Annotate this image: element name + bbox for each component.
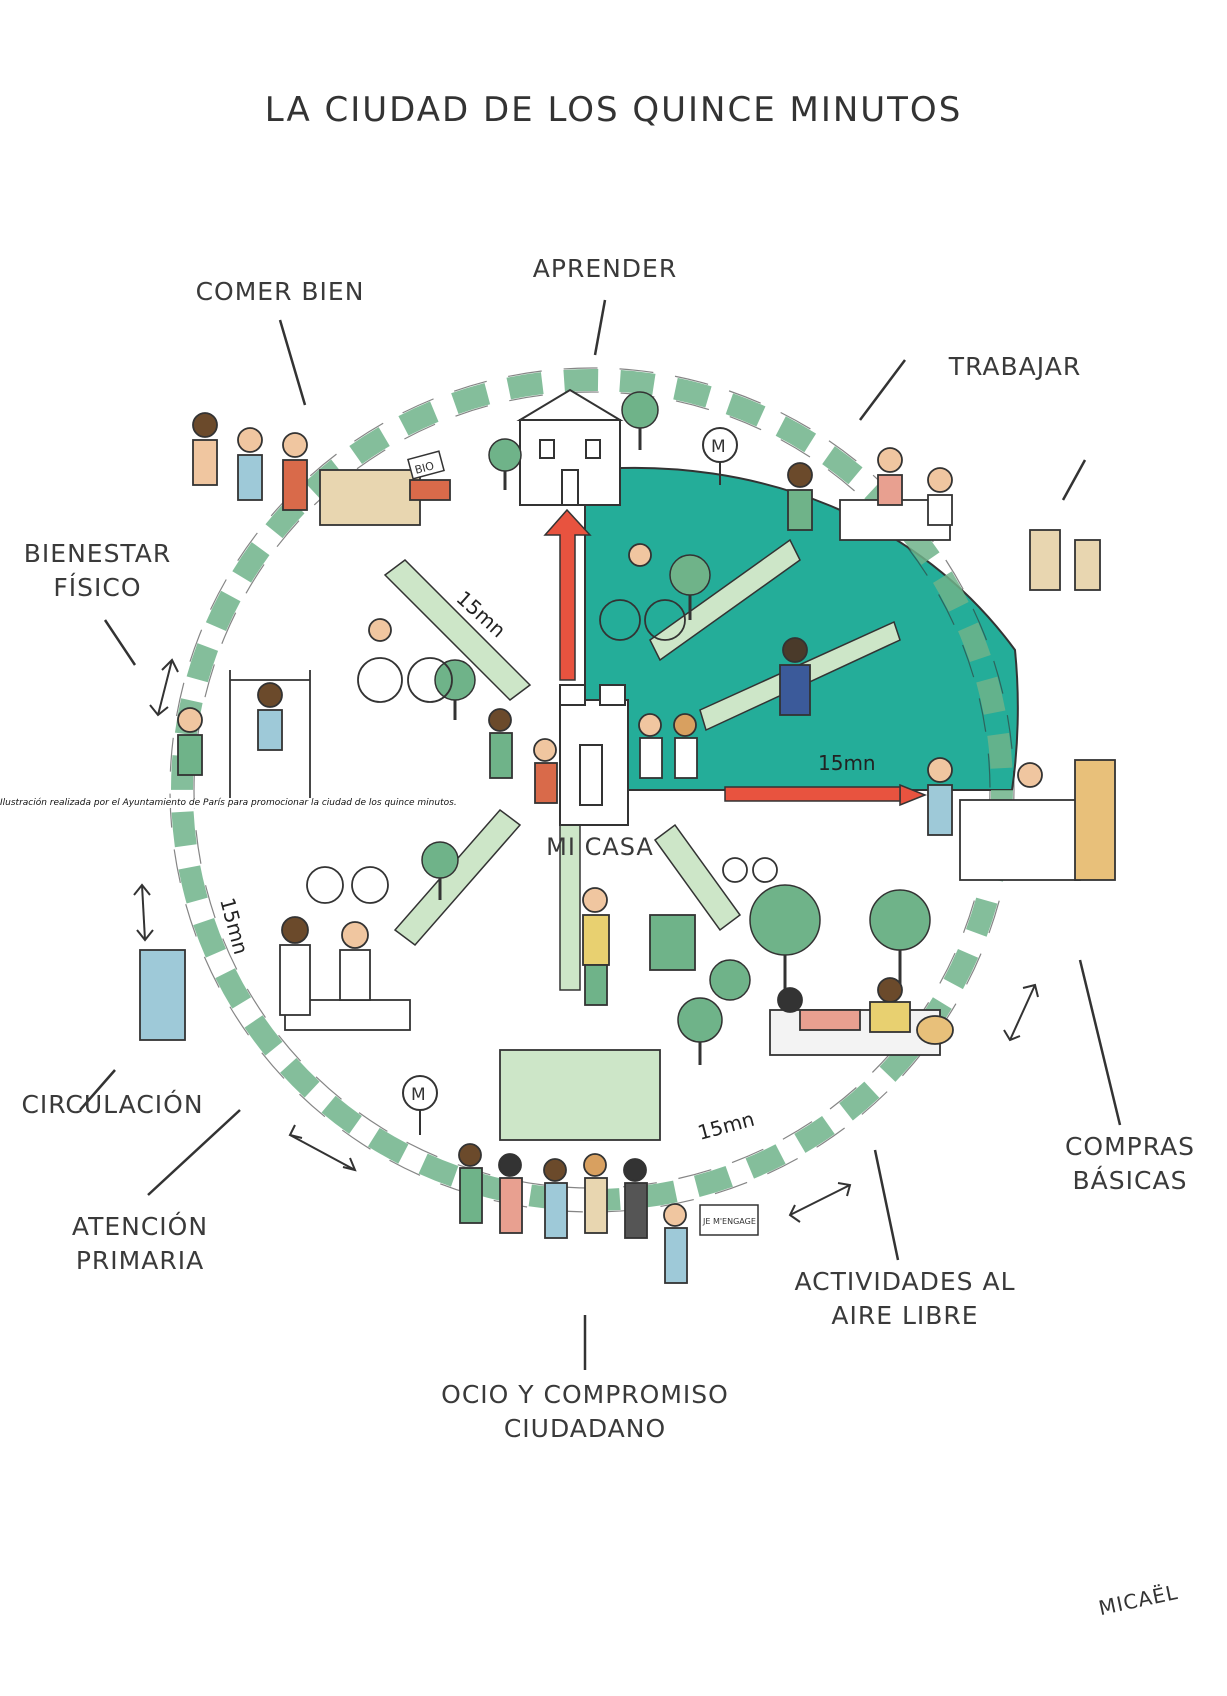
label-compras: COMPRAS BÁSICAS [1064,1132,1196,1195]
park-scene [769,977,954,1056]
market-scene [192,412,451,526]
label-circulacion: CIRCULACIÓN [21,1090,204,1119]
crowd-scene [458,1049,688,1284]
metro-sign-bottom: M [402,1075,438,1135]
time-label-s: 15mn [695,1107,757,1145]
metro-sign-top: M [702,427,738,485]
label-actividades: ACTIVIDADES AL AIRE LIBRE [794,1267,1016,1330]
label-aprender: APRENDER [532,254,678,283]
roads [383,538,901,991]
svg-text:BIO: BIO [413,459,435,477]
bike-riders [306,543,778,904]
page-title: LA CIUDAD DE LOS QUINCE MINUTOS [264,90,963,130]
svg-text:M: M [711,437,726,457]
street-worker [582,887,696,1006]
image-caption: Ilustración realizada por el Ayuntamient… [0,798,457,808]
school-building [516,388,624,506]
leader-lines [79,299,1122,1370]
svg-text:JE M'ENGAGE: JE M'ENGAGE [702,1217,756,1226]
office-scene [787,447,1101,591]
label-atencion: ATENCIÓN PRIMARIA [71,1212,209,1275]
label-comer-bien: COMER BIEN [195,277,365,306]
vote-box: JE M'ENGAGE [699,1204,759,1236]
time-label-e: 15mn [818,751,876,775]
bakery-scene [927,757,1116,881]
double-arrows [133,658,1039,1223]
sport-scene [177,657,453,800]
svg-text:M: M [411,1085,426,1105]
label-mi-casa: MI CASA [546,833,654,861]
highlight-quadrant [584,466,1019,791]
label-trabajar: TRABAJAR [948,352,1082,381]
trees [421,391,931,1065]
home-residents [488,637,811,804]
home-building [559,684,629,826]
arrows [543,508,928,807]
doctor-scene [139,916,411,1041]
label-bienestar: BIENESTAR FÍSICO [23,539,172,602]
bio-sign: BIO [407,450,445,480]
label-ocio: OCIO Y COMPROMISO CIUDADANO [441,1380,729,1443]
